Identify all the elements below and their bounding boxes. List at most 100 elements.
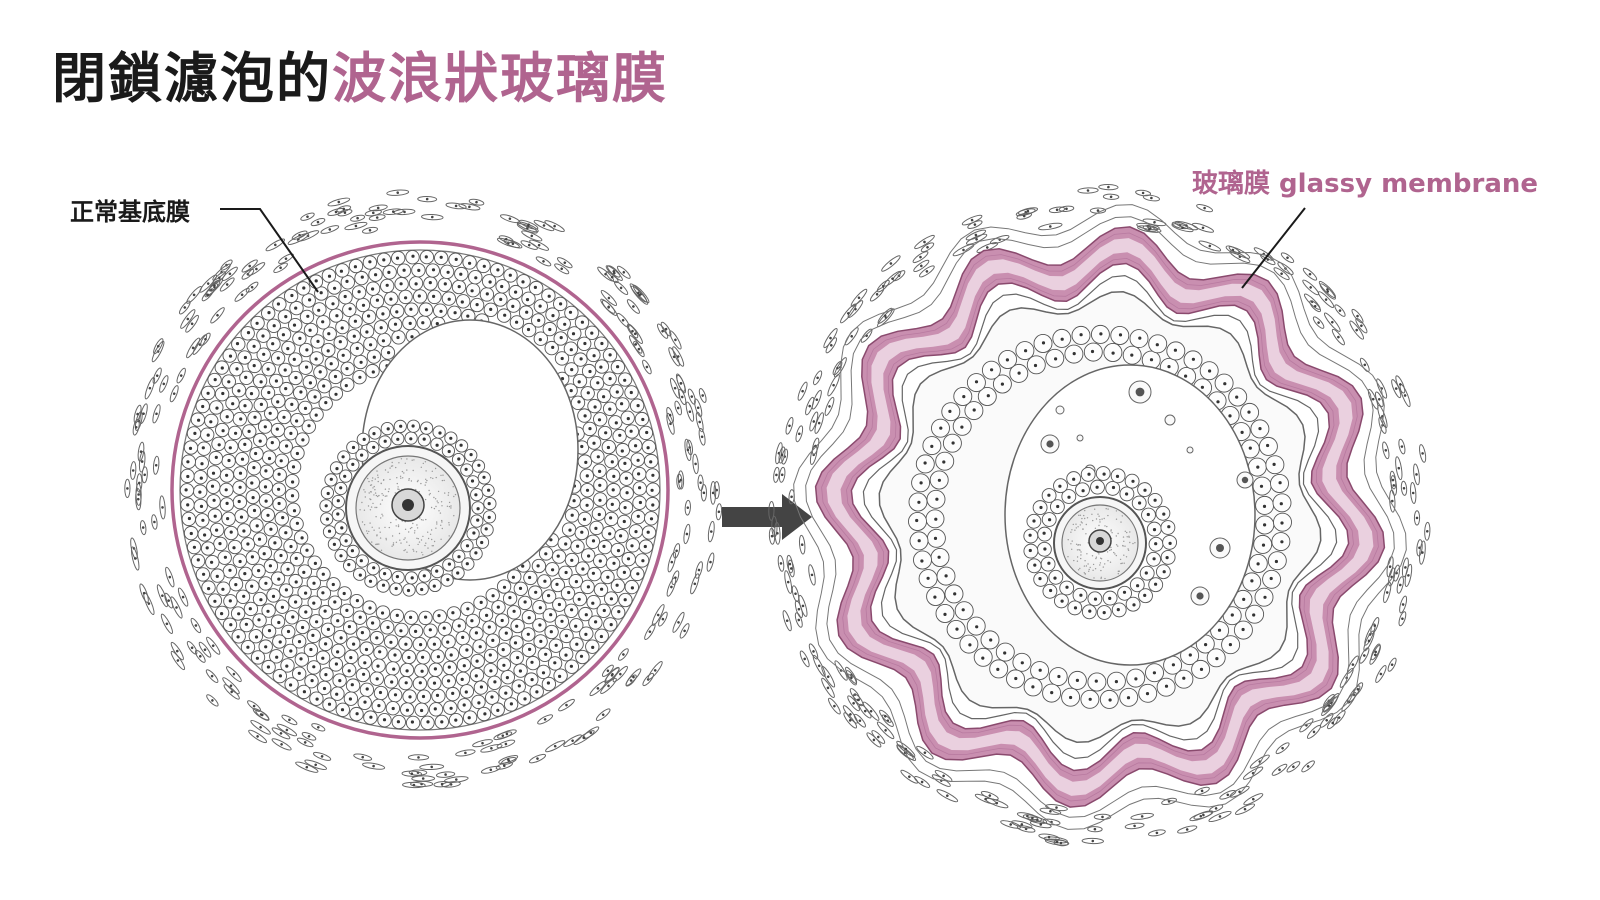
- theca-cell: [133, 404, 142, 424]
- theca-cell-nucleus: [1394, 387, 1398, 390]
- theca-cell-nucleus: [1326, 290, 1330, 293]
- granulosa-cell-nucleus: [284, 315, 288, 319]
- theca-cell-nucleus: [148, 386, 152, 390]
- degenerating-cell-nucleus: [951, 441, 955, 445]
- theca-cell-nucleus: [920, 780, 924, 784]
- ooplasm-dot: [417, 538, 419, 540]
- theca-cell: [496, 739, 516, 749]
- ooplasm-dot: [372, 487, 374, 489]
- granulosa-cell-nucleus: [196, 558, 200, 562]
- ooplasm-dot: [436, 521, 438, 523]
- theca-cell: [445, 202, 467, 210]
- granulosa-cell-nucleus: [368, 260, 372, 264]
- ooplasm-dot: [400, 542, 402, 544]
- ooplasm-dot: [376, 534, 378, 536]
- theca-cell: [601, 300, 616, 314]
- granulosa-cell-nucleus: [538, 304, 542, 308]
- degenerating-cell-nucleus: [930, 444, 934, 448]
- ooplasm-dot: [425, 542, 427, 544]
- granulosa-cell-nucleus: [583, 414, 587, 418]
- granulosa-cell-nucleus: [439, 309, 443, 313]
- granulosa-cell-nucleus: [442, 626, 446, 630]
- theca-cell-body: [1302, 267, 1318, 281]
- theca-cell-body: [192, 334, 208, 355]
- theca-cell-nucleus: [155, 374, 159, 378]
- theca-cell-nucleus: [693, 582, 697, 586]
- theca-cell-nucleus: [368, 229, 372, 232]
- theca-cell: [223, 684, 240, 700]
- granulosa-cell-nucleus: [363, 700, 367, 704]
- normal-basement-membrane: [170, 240, 670, 740]
- theca-cell-body: [1275, 742, 1290, 755]
- theca-cell: [1142, 194, 1161, 202]
- theca-cell: [1352, 682, 1364, 697]
- degenerating-cell-nucleus: [1017, 371, 1021, 375]
- degenerating-cell-nucleus: [1208, 369, 1212, 373]
- degenerating-cell-nucleus: [1134, 677, 1138, 681]
- theca-cell: [1174, 220, 1199, 231]
- granulosa-cell-nucleus: [184, 488, 188, 492]
- title-prefix: 閉鎖濾泡的: [52, 47, 332, 110]
- theca-cell: [1400, 480, 1408, 496]
- theca-cell: [1398, 438, 1406, 455]
- theca-cell: [821, 665, 836, 688]
- theca-cell-nucleus: [637, 347, 641, 351]
- ooplasm-dot: [387, 490, 390, 493]
- granulosa-cell-nucleus: [305, 548, 309, 552]
- ooplasm-dot: [453, 515, 455, 517]
- theca-cell-nucleus: [656, 613, 660, 617]
- ooplasm-dot: [408, 531, 410, 533]
- ooplasm-dot: [1076, 556, 1079, 558]
- theca-cell-body: [709, 481, 717, 505]
- theca-cell-nucleus: [1153, 221, 1156, 224]
- ooplasm-dot: [430, 477, 432, 479]
- theca-cell-nucleus: [653, 669, 657, 672]
- theca-cell: [1234, 803, 1256, 815]
- theca-cell: [337, 209, 353, 217]
- granulosa-cell-nucleus: [600, 341, 604, 346]
- granulosa-cell-nucleus: [322, 384, 326, 388]
- granulosa-cell-nucleus: [342, 591, 346, 596]
- degenerating-cell-nucleus: [972, 408, 976, 412]
- ooplasm-dot: [389, 467, 391, 469]
- theca-cell-nucleus: [829, 336, 832, 340]
- theca-cell: [320, 225, 340, 234]
- debris-body: [1055, 405, 1065, 415]
- ooplasm-dot: [1104, 577, 1106, 580]
- ooplasm-dot: [404, 549, 406, 551]
- granulosa-cell-nucleus: [560, 356, 564, 361]
- cumulus-cell-nucleus: [1032, 519, 1036, 523]
- cumulus-cell-nucleus: [484, 527, 488, 531]
- theca-cell-body: [558, 698, 575, 712]
- theca-cell: [521, 230, 543, 242]
- theca-cell-body: [642, 672, 654, 687]
- theca-cell-nucleus: [505, 732, 509, 736]
- theca-cell: [1382, 441, 1390, 460]
- ooplasm-dot: [1127, 549, 1130, 551]
- theca-cell-body: [784, 570, 793, 594]
- ooplasm-dot: [375, 494, 378, 497]
- theca-cell-body: [496, 739, 516, 749]
- granulosa-cell-nucleus: [571, 332, 576, 336]
- cumulus-cell-nucleus: [1047, 493, 1051, 497]
- ooplasm-dot: [431, 545, 433, 547]
- theca-cell: [186, 640, 198, 655]
- degenerating-cell-nucleus: [942, 460, 946, 464]
- theca-cell-body: [1148, 829, 1166, 837]
- theca-cell-nucleus: [563, 261, 567, 265]
- degenerating-cell-nucleus: [917, 500, 921, 504]
- theca-cell-body: [573, 730, 595, 746]
- theca-cell-body: [350, 214, 366, 222]
- theca-cell-body: [206, 694, 219, 707]
- granulosa-cell-nucleus: [250, 584, 254, 588]
- theca-cell-nucleus: [376, 206, 380, 210]
- theca-cell-nucleus: [1351, 663, 1355, 666]
- theca-cell-nucleus: [816, 376, 819, 380]
- theca-cell-body: [1027, 816, 1048, 824]
- theca-cell-nucleus: [571, 739, 574, 743]
- degenerating-cell-nucleus: [919, 481, 923, 485]
- granulosa-cell-nucleus: [220, 612, 224, 616]
- theca-cell-nucleus: [131, 469, 135, 472]
- ooplasm-dot: [1124, 530, 1127, 532]
- theca-cell-body: [1395, 375, 1406, 394]
